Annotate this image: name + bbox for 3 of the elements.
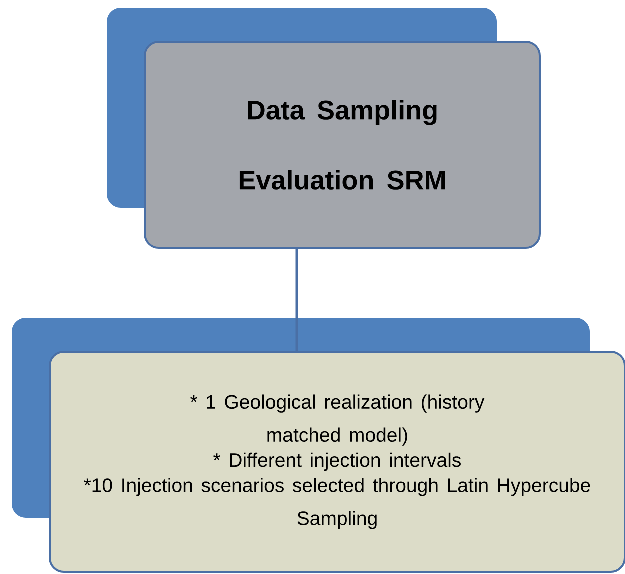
- box-with-shadow-drawing: * 1 Geological realization (history matched model) * Different injection intervals *10 Injection scenarios selected through Latin Hypercube Sampling: [12, 318, 625, 573]
- connector-line: [296, 249, 298, 351]
- box-with-shadow-drawing: Data Sampling Evaluation SRM: [107, 8, 541, 249]
